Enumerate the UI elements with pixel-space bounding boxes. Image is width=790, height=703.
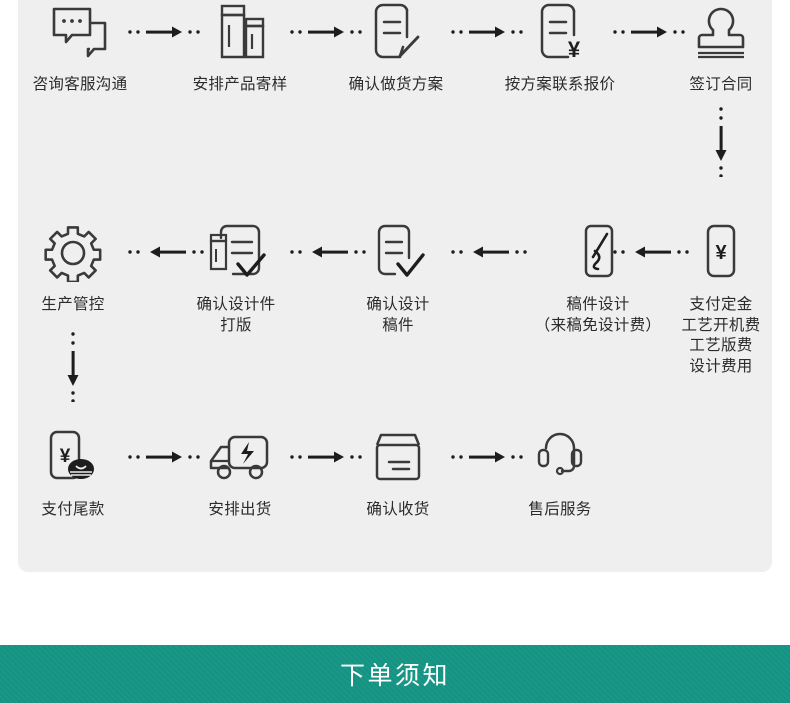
arrow-down-dotted-right <box>711 105 731 178</box>
flow-step-label: 签订合同 <box>689 76 753 93</box>
flow-step-after-sales[interactable]: 售后服务 <box>490 425 630 521</box>
flow-step-confirm-design-draft[interactable]: 确认设计 稿件 <box>328 220 468 336</box>
flow-step-quote[interactable]: ¥ 按方案联系报价 <box>490 0 630 96</box>
delivery-truck-icon <box>170 425 310 491</box>
flow-step-sample[interactable]: 安排产品寄样 <box>170 0 310 96</box>
stamp-icon <box>651 0 790 66</box>
document-pen-icon <box>326 0 466 66</box>
connector-arrow-right-3 <box>446 22 532 42</box>
flow-step-draft-design[interactable]: 稿件设计 （来稿免设计费） <box>508 220 688 336</box>
flow-step-consult[interactable]: 咨询客服沟通 <box>10 0 150 96</box>
package-box-icon <box>328 425 468 491</box>
arrow-down-dotted-left <box>63 330 83 403</box>
flow-step-label: 生产管控 <box>41 296 105 313</box>
design-draft-icon <box>508 220 688 286</box>
sample-bottles-icon <box>170 0 310 66</box>
card-yen-icon: ¥ <box>651 220 790 286</box>
order-flow-panel: 咨询客服沟通 <box>18 0 772 572</box>
flow-step-label: 确认收货 <box>366 501 430 518</box>
flow-step-label: 稿件设计 （来稿免设计费） <box>534 296 662 334</box>
document-yen-icon: ¥ <box>490 0 630 66</box>
flow-step-sign-contract[interactable]: 签订合同 <box>651 0 790 96</box>
connector-arrow-right-7 <box>446 447 532 467</box>
flow-step-confirm-receipt[interactable]: 确认收货 <box>328 425 468 521</box>
flow-step-confirm-design-sample[interactable]: 确认设计件 打版 <box>166 220 306 336</box>
headset-support-icon <box>490 425 630 491</box>
connector-arrow-right-4 <box>608 22 694 42</box>
flow-step-label: 按方案联系报价 <box>504 76 616 93</box>
flow-step-label: 确认设计件 打版 <box>196 296 276 334</box>
gear-icon <box>3 220 143 286</box>
flow-step-label: 确认做货方案 <box>348 76 444 93</box>
connector-arrow-left-3 <box>446 242 532 262</box>
connector-arrow-right-2 <box>285 22 371 42</box>
flow-step-deposit-fees[interactable]: ¥ 支付定金 工艺开机费 工艺版费 设计费用 <box>651 220 790 377</box>
connector-arrow-right-1 <box>123 22 209 42</box>
flow-step-label: 咨询客服沟通 <box>32 76 128 93</box>
connector-arrow-right-6 <box>285 447 371 467</box>
bottle-document-check-icon <box>166 220 306 286</box>
flow-step-final-payment[interactable]: ¥ 支付尾款 <box>3 425 143 521</box>
flow-step-production-control[interactable]: 生产管控 <box>3 220 143 316</box>
flow-step-confirm-plan[interactable]: 确认做货方案 <box>326 0 466 96</box>
banner-title: 下单须知 <box>339 662 450 690</box>
connector-arrow-left-1 <box>123 242 209 262</box>
chat-bubbles-icon <box>10 0 150 66</box>
svg-text:¥: ¥ <box>568 37 581 62</box>
connector-arrow-right-5 <box>123 447 209 467</box>
flow-step-arrange-shipment[interactable]: 安排出货 <box>170 425 310 521</box>
connector-arrow-left-2 <box>285 242 371 262</box>
notice-banner: 下单须知 <box>0 645 790 703</box>
svg-text:¥: ¥ <box>715 242 727 264</box>
flow-step-label: 安排产品寄样 <box>192 76 288 93</box>
card-yen-coins-icon: ¥ <box>3 425 143 491</box>
flow-step-label: 安排出货 <box>208 501 272 518</box>
connector-arrow-left-4 <box>608 242 694 262</box>
flow-step-label: 确认设计 稿件 <box>366 296 430 334</box>
svg-text:¥: ¥ <box>60 446 71 467</box>
flow-step-label: 售后服务 <box>528 501 592 518</box>
document-check-icon <box>328 220 468 286</box>
flow-step-label: 支付定金 工艺开机费 工艺版费 设计费用 <box>681 296 761 375</box>
flow-step-label: 支付尾款 <box>41 501 105 518</box>
